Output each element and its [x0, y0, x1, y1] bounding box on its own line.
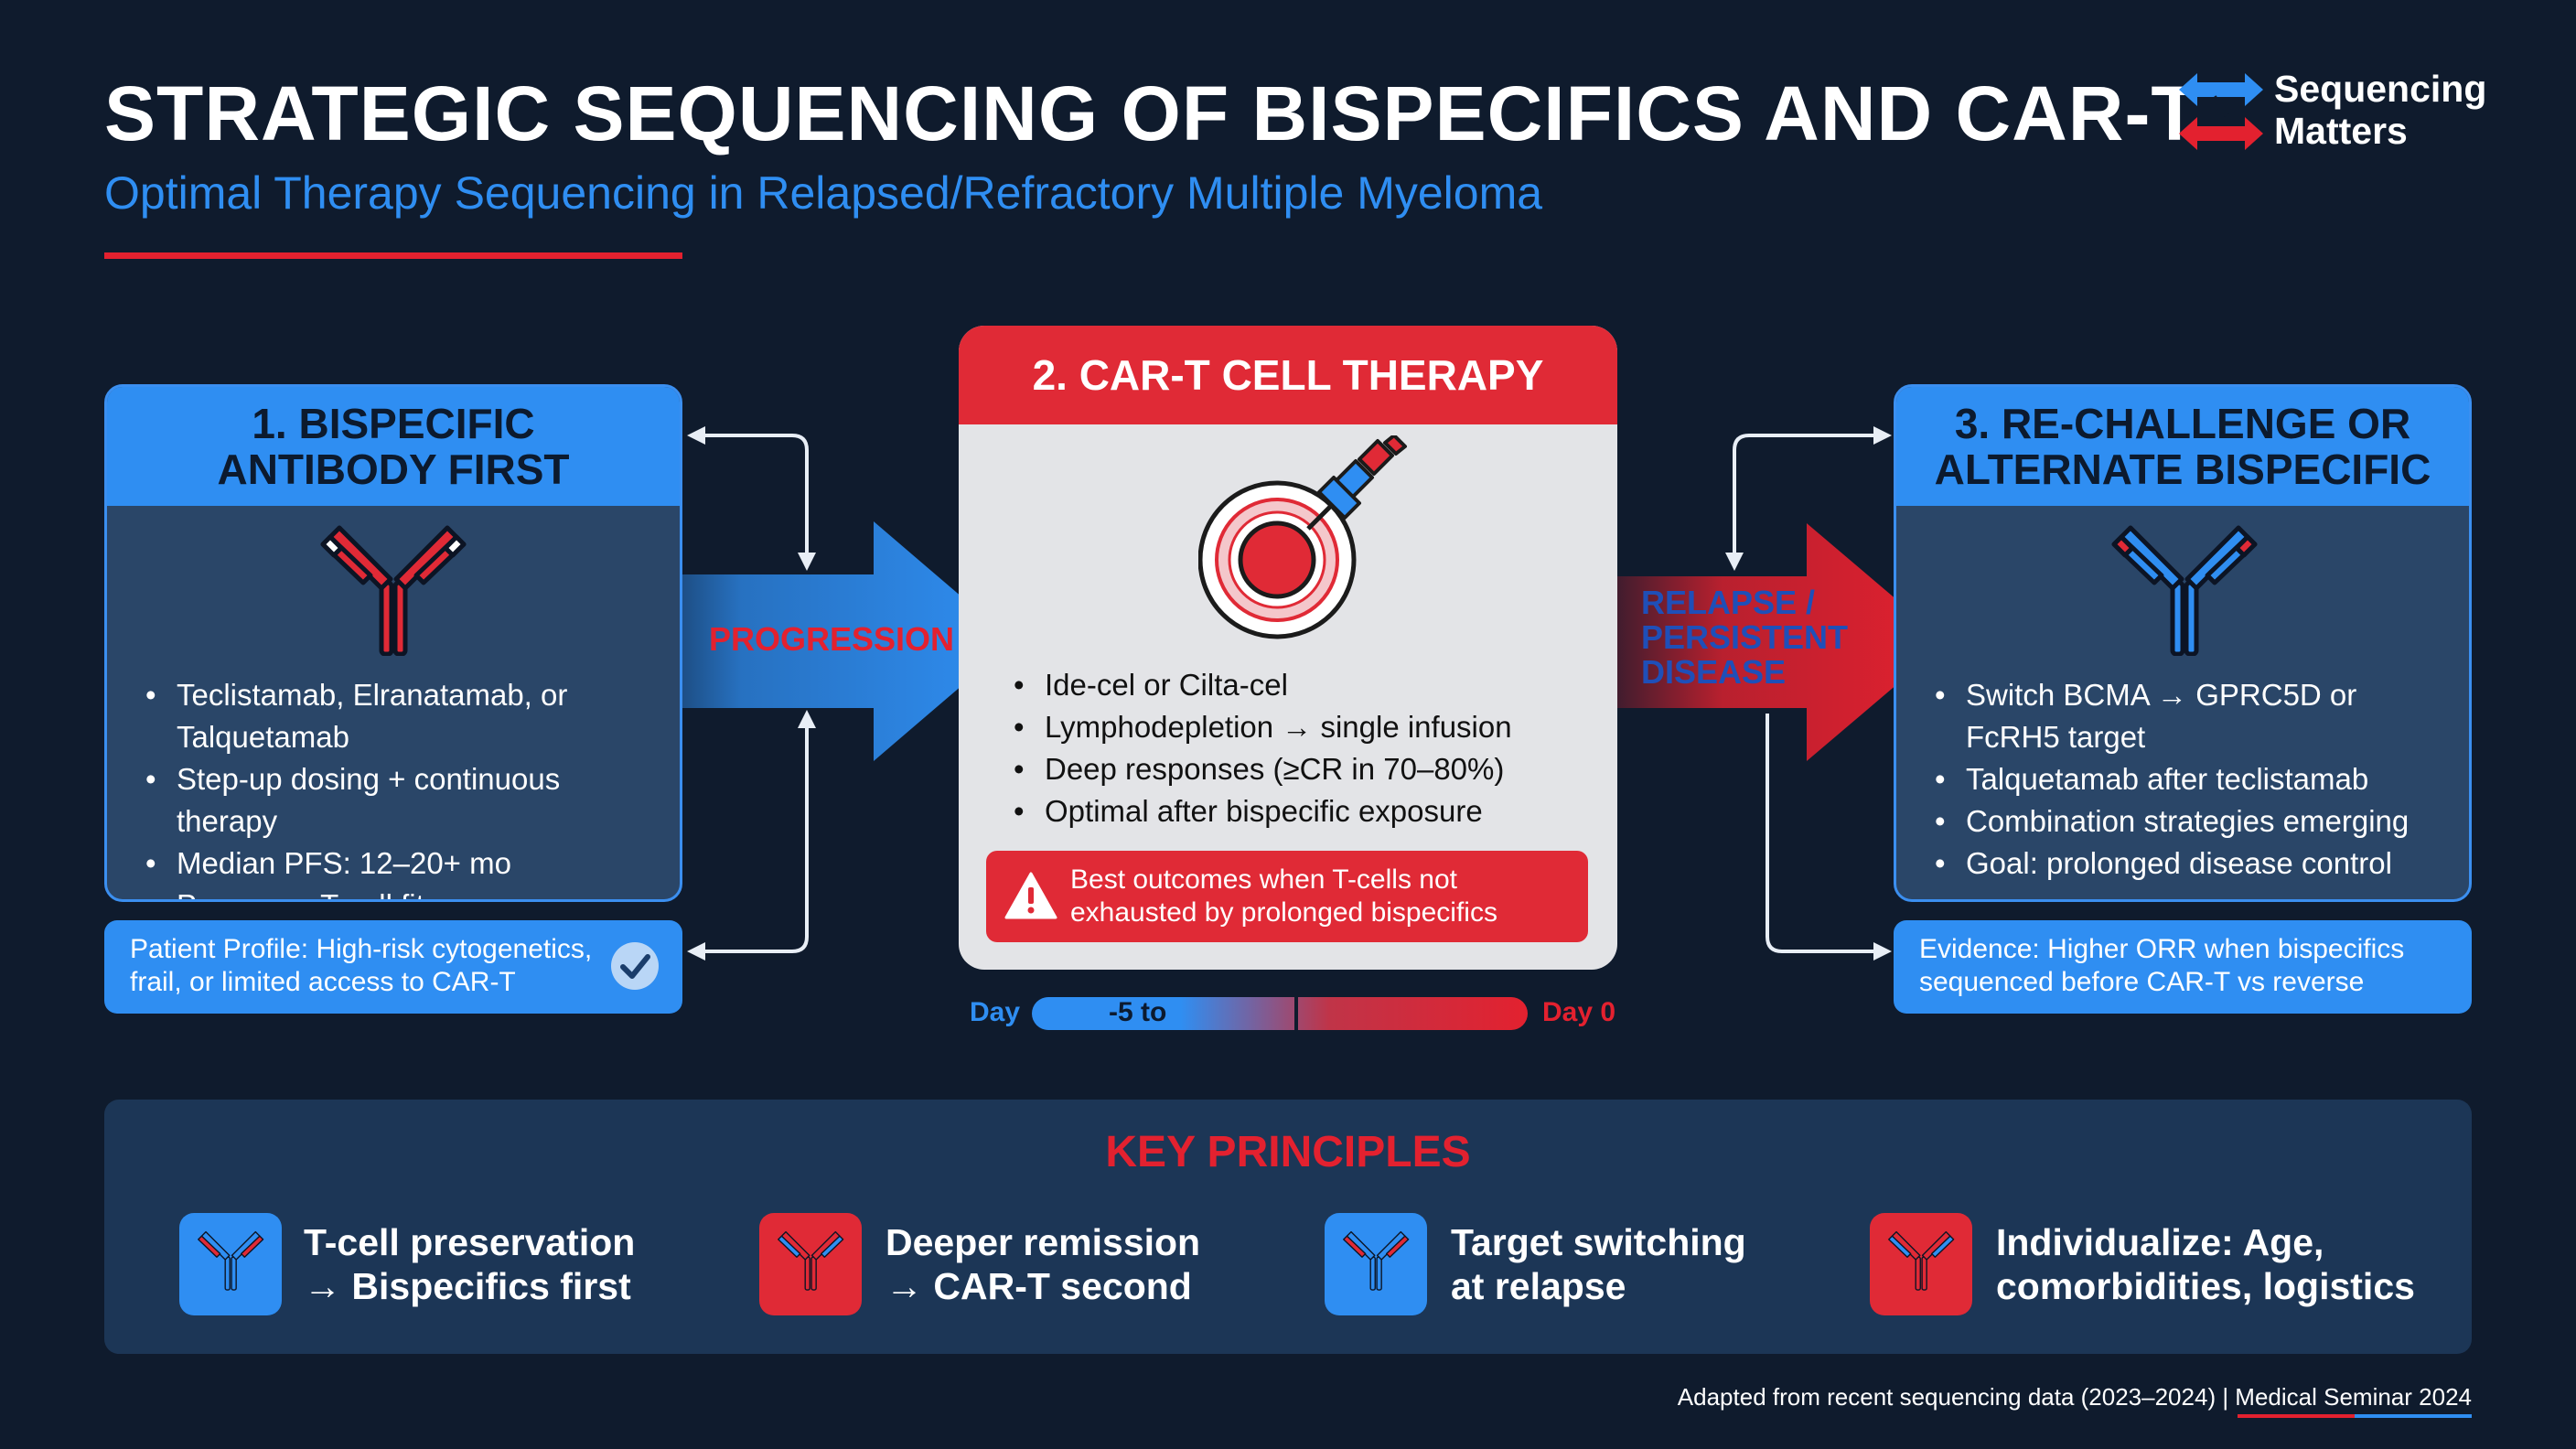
principle-line-1: Deeper remission [886, 1221, 1201, 1263]
brand-logo: Sequencing Matters [2177, 64, 2488, 165]
relapse-label-line-2: PERSISTENT [1641, 618, 1849, 656]
bispecific-first-title-line-2: ANTIBODY FIRST [217, 445, 570, 493]
car-t-bullets: Ide-cel or Cilta-cel Lymphodepletion → s… [1014, 664, 1599, 832]
principle-icon-tile [1870, 1213, 1972, 1315]
timeline-end-label: Day 0 [1542, 997, 1616, 1027]
evidence-line-1: Evidence: Higher ORR when bispecifics [1919, 934, 2405, 964]
bispecific-first-header: 1. BISPECIFIC ANTIBODY FIRST [107, 387, 680, 506]
principle-text: Target switching at relapse [1451, 1220, 1746, 1308]
principle-icon-tile [179, 1213, 282, 1315]
rechallenge-title-line-1: 3. RE-CHALLENGE OR [1954, 400, 2411, 447]
brand-name: Sequencing Matters [2274, 68, 2486, 152]
antibody-icon [2111, 525, 2258, 656]
bullet-text-continued: FcRH5 target [1966, 720, 2146, 754]
page-title: STRATEGIC SEQUENCING OF BISPECIFICS AND … [104, 70, 2199, 156]
checkmark-icon [611, 942, 659, 990]
page-subtitle: Optimal Therapy Sequencing in Relapsed/R… [104, 167, 1543, 219]
progression-arrow [595, 521, 1014, 761]
bullet-text-continued: Talquetamab [177, 720, 349, 754]
footer-citation: Adapted from recent sequencing data (202… [1677, 1383, 2472, 1411]
relapse-arrow [1573, 523, 1947, 761]
bullet-text: Step-up dosing + continuous therapy [177, 762, 561, 838]
bullet-text: Goal: prolonged disease control [1966, 846, 2392, 880]
principle-line-1: Target switching [1451, 1221, 1746, 1263]
relapse-label-line-1: RELAPSE / [1641, 584, 1816, 621]
relapse-label-line-3: DISEASE [1641, 653, 1787, 691]
car-t-panel: 2. CAR-T CELL THERAPY Ide-cel or Cilta-c… [959, 326, 1617, 970]
patient-profile-line-2: frail, or limited access to CAR-T [130, 967, 516, 997]
bullet-item: Median PFS: 12–20+ mo [145, 843, 667, 885]
rechallenge-header: 3. RE-CHALLENGE OR ALTERNATE BISPECIFIC [1896, 387, 2469, 506]
timeline-bar [1032, 997, 1528, 1030]
rechallenge-bullets: Switch BCMA → GPRC5D or FcRH5 target Tal… [1935, 674, 2456, 885]
title-underline [104, 252, 682, 259]
principle-line-2: → CAR-T second [886, 1265, 1192, 1307]
key-principles-title: KEY PRINCIPLES [1105, 1128, 1471, 1176]
bullet-item: Preserves T-cell fitness [145, 885, 667, 899]
double-arrow-icon [2179, 73, 2263, 150]
footer-underline-blue [2355, 1414, 2472, 1418]
target-syringe-icon [1198, 435, 1407, 639]
connector-lower-left [687, 710, 816, 961]
footer-underline-red [2238, 1414, 2355, 1418]
rechallenge-panel: 3. RE-CHALLENGE OR ALTERNATE BISPECIFIC … [1894, 384, 2472, 902]
principle-line-2: comorbidities, logistics [1996, 1265, 2415, 1307]
bullet-text: Teclistamab, Elranatamab, or [177, 678, 568, 712]
bullet-item: Teclistamab, Elranatamab, or Talquetamab [145, 674, 667, 758]
timeline-bar-label: -5 to [1109, 997, 1167, 1027]
bullet-item: Step-up dosing + continuous therapy [145, 758, 667, 843]
bullet-text: Switch BCMA → GPRC5D or [1966, 678, 2357, 712]
bullet-item: Optimal after bispecific exposure [1014, 790, 1599, 832]
principle-line-2: at relapse [1451, 1265, 1626, 1307]
antibody-icon [1888, 1230, 1955, 1291]
bullet-item: Lymphodepletion → single infusion [1014, 706, 1599, 748]
antibody-icon [198, 1230, 264, 1291]
antibody-icon [778, 1230, 844, 1291]
brand-line-2: Matters [2274, 110, 2408, 152]
principle-line-2: → Bispecifics first [304, 1265, 631, 1307]
principle-text: T-cell preservation → Bispecifics first [304, 1220, 635, 1308]
principle-icon-tile [759, 1213, 862, 1315]
warning-line-1: Best outcomes when T-cells not [1070, 864, 1457, 895]
bullet-item: Switch BCMA → GPRC5D or FcRH5 target [1935, 674, 2456, 758]
bullet-item: Talquetamab after teclistamab [1935, 758, 2456, 800]
bispecific-first-bullets: Teclistamab, Elranatamab, or Talquetamab… [145, 674, 667, 899]
bispecific-first-title-line-1: 1. BISPECIFIC [252, 400, 535, 447]
bullet-item: Deep responses (≥CR in 70–80%) [1014, 748, 1599, 790]
brand-line-1: Sequencing [2274, 68, 2487, 110]
evidence-line-2: sequenced before CAR-T vs reverse [1919, 967, 2365, 997]
bullet-text: Combination strategies emerging [1966, 804, 2410, 838]
key-principles-band [104, 1100, 2472, 1354]
timeline-start-label: Day [970, 997, 1021, 1027]
car-t-warning-box: Best outcomes when T-cells not exhausted… [986, 851, 1588, 942]
patient-profile-line-1: Patient Profile: High-risk cytogenetics, [130, 934, 593, 964]
principle-line-1: Individualize: Age, [1996, 1221, 2324, 1263]
principle-line-1: T-cell preservation [304, 1221, 636, 1263]
bullet-item: Ide-cel or Cilta-cel [1014, 664, 1599, 706]
bispecific-first-panel: 1. BISPECIFIC ANTIBODY FIRST Teclistamab… [104, 384, 682, 902]
principle-icon-tile [1325, 1213, 1427, 1315]
antibody-icon [320, 525, 467, 656]
timeline-divider [1294, 993, 1298, 1034]
relapse-label: RELAPSE / PERSISTENT DISEASE [1641, 585, 1848, 690]
warning-line-2: exhausted by prolonged bispecifics [1070, 897, 1497, 928]
rechallenge-title-line-2: ALTERNATE BISPECIFIC [1934, 445, 2431, 493]
connector-upper-right [1725, 426, 1892, 571]
antibody-icon [1343, 1230, 1410, 1291]
patient-profile-box: Patient Profile: High-risk cytogenetics,… [104, 920, 682, 1014]
principle-text: Deeper remission → CAR-T second [886, 1220, 1200, 1308]
car-t-header: 2. CAR-T CELL THERAPY [959, 326, 1617, 424]
bullet-text: Preserves T-cell fitness [177, 885, 667, 899]
principle-text: Individualize: Age, comorbidities, logis… [1996, 1220, 2415, 1308]
progression-label: PROGRESSION [709, 620, 955, 658]
bullet-item: Combination strategies emerging [1935, 800, 2456, 843]
bullet-text: Median PFS: 12–20+ mo [177, 846, 511, 880]
warning-icon [1004, 872, 1057, 919]
connector-lower-right [1766, 714, 1892, 961]
connector-upper-left [687, 426, 816, 571]
bullet-text: Talquetamab after teclistamab [1966, 762, 2369, 796]
evidence-box: Evidence: Higher ORR when bispecifics se… [1894, 920, 2472, 1014]
bullet-item: Goal: prolonged disease control [1935, 843, 2456, 885]
